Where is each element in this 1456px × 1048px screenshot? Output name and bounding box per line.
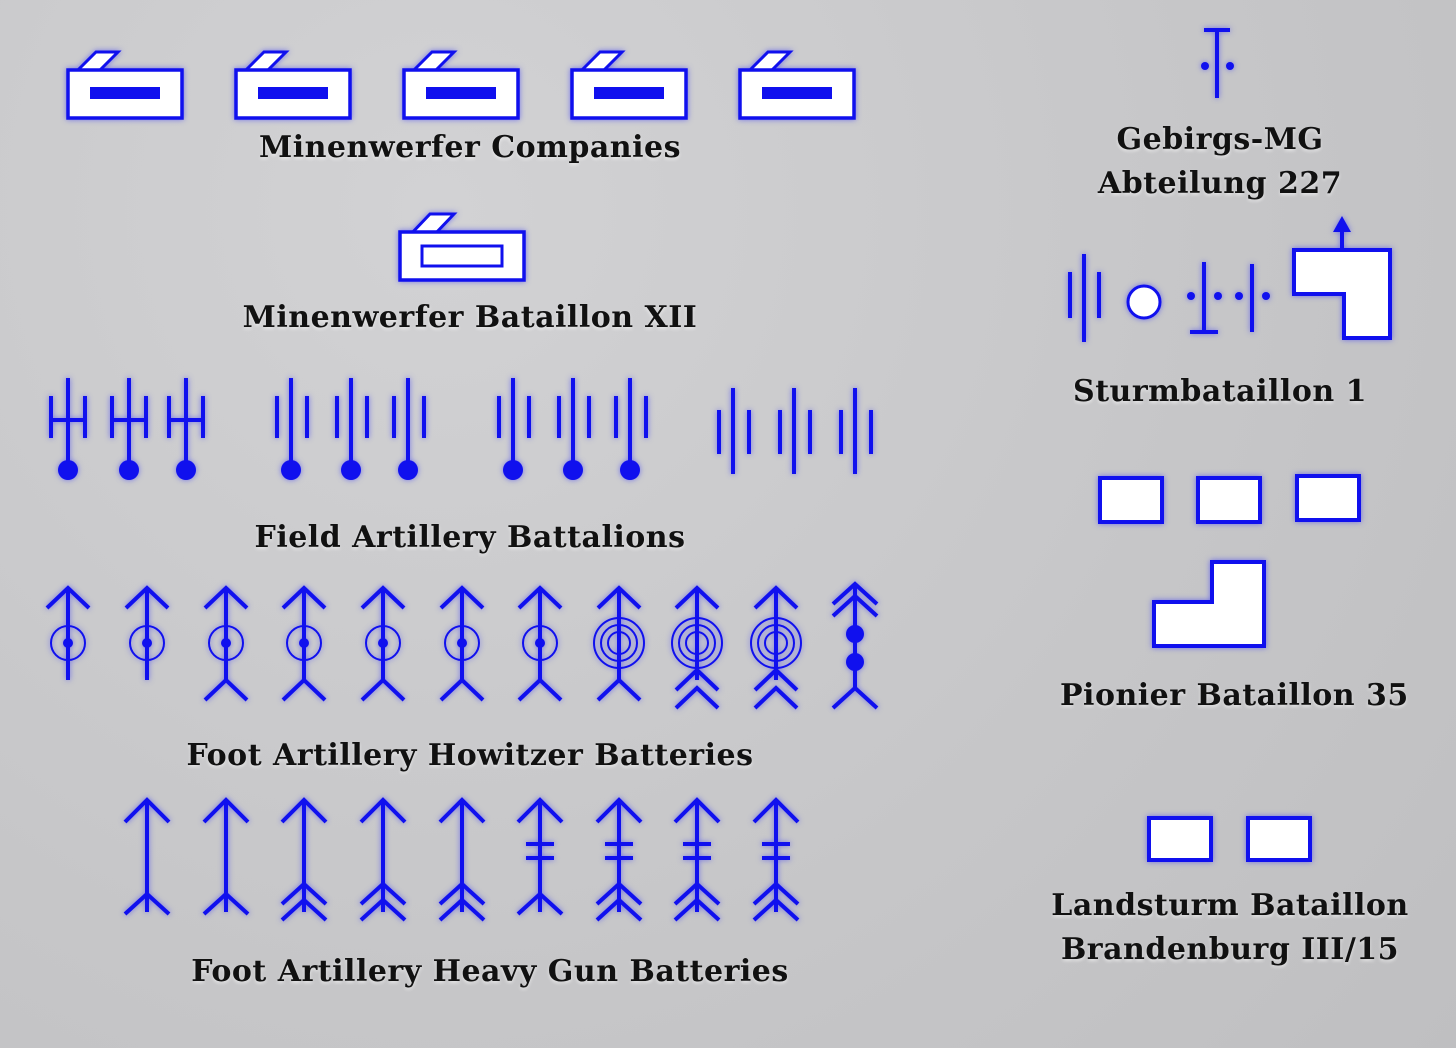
field-artillery-battery-symbol bbox=[392, 376, 426, 482]
field-artillery-battery-symbol bbox=[557, 376, 591, 482]
howitzer-battery-symbol bbox=[750, 586, 802, 710]
minenwerfer-company-symbol bbox=[66, 50, 184, 120]
heavy-gun-battery-symbol bbox=[202, 798, 250, 916]
field-artillery-battery-symbol bbox=[839, 386, 873, 476]
howitzer-battery-symbol bbox=[517, 586, 563, 702]
howitzer-battery-symbol bbox=[45, 586, 91, 682]
label-landsturm-line2: Brandenburg III/15 bbox=[1060, 932, 1400, 967]
label-minenwerfer-companies: Minenwerfer Companies bbox=[258, 130, 681, 165]
landsturm-symbols bbox=[1147, 816, 1312, 862]
field-artillery-battery-symbol bbox=[167, 376, 205, 482]
label-foot-artillery-howitzer: Foot Artillery Howitzer Batteries bbox=[186, 738, 754, 773]
howitzer-battery-symbol bbox=[671, 586, 723, 710]
field-artillery-battery-symbol bbox=[275, 376, 309, 482]
howitzer-battery-symbol bbox=[831, 581, 879, 710]
field-artillery-battery-symbol bbox=[778, 386, 812, 476]
heavy-gun-battery-symbol bbox=[673, 798, 721, 922]
sturm-mg-symbol bbox=[1235, 264, 1270, 332]
minenwerfer-company-symbol bbox=[570, 50, 688, 120]
heavy-gun-battery-symbol bbox=[123, 798, 171, 916]
sturm-battalion-symbol bbox=[1292, 216, 1392, 340]
sturm-artillery-symbol bbox=[1068, 254, 1101, 342]
heavy-gun-battery-symbol bbox=[359, 798, 407, 922]
howitzer-battery-symbol bbox=[360, 586, 406, 702]
heavy-gun-battery-symbol bbox=[516, 798, 564, 916]
field-artillery-battery-symbol bbox=[717, 386, 751, 476]
minenwerfer-company-symbols bbox=[66, 50, 856, 120]
minenwerfer-company-symbol bbox=[402, 50, 520, 120]
howitzer-battery-symbol bbox=[203, 586, 249, 702]
pionier-company-symbol bbox=[1098, 476, 1164, 524]
howitzer-battery-symbols bbox=[45, 581, 879, 710]
field-artillery-battery-symbol bbox=[497, 376, 531, 482]
gebirgs-mg-symbol bbox=[1201, 28, 1234, 98]
field-artillery-battery-symbol bbox=[335, 376, 369, 482]
minenwerfer-company-symbol bbox=[738, 50, 856, 120]
pionier-symbols bbox=[1098, 474, 1361, 648]
howitzer-battery-symbol bbox=[593, 586, 645, 702]
field-artillery-battery-symbol bbox=[49, 376, 87, 482]
pionier-company-symbol bbox=[1295, 474, 1361, 522]
minenwerfer-company-symbol bbox=[234, 50, 352, 120]
label-sturmbataillon: Sturmbataillon 1 bbox=[1073, 374, 1367, 409]
minenwerfer-battalion-symbol bbox=[398, 212, 526, 282]
label-gebirgs-mg-line2: Abteilung 227 bbox=[1097, 166, 1343, 201]
pionier-company-symbol bbox=[1196, 476, 1262, 524]
landsturm-company-symbol bbox=[1147, 816, 1213, 862]
heavy-gun-battery-symbols bbox=[123, 798, 800, 922]
pionier-battalion-symbol bbox=[1152, 560, 1266, 648]
heavy-gun-battery-symbol bbox=[438, 798, 486, 922]
label-pionier: Pionier Bataillon 35 bbox=[1060, 678, 1409, 713]
howitzer-battery-symbol bbox=[281, 586, 327, 702]
howitzer-battery-symbol bbox=[124, 586, 170, 682]
label-minenwerfer-bataillon: Minenwerfer Bataillon XII bbox=[242, 300, 698, 335]
label-gebirgs-mg-line1: Gebirgs-MG bbox=[1116, 122, 1324, 157]
howitzer-battery-symbol bbox=[439, 586, 485, 702]
field-artillery-symbols bbox=[49, 376, 873, 482]
label-foot-artillery-heavy-gun: Foot Artillery Heavy Gun Batteries bbox=[191, 954, 789, 989]
landsturm-company-symbol bbox=[1246, 816, 1312, 862]
label-field-artillery: Field Artillery Battalions bbox=[254, 520, 686, 555]
sturm-flamethrower-symbol bbox=[1126, 284, 1162, 320]
heavy-gun-battery-symbol bbox=[280, 798, 328, 922]
field-artillery-battery-symbol bbox=[110, 376, 148, 482]
field-artillery-battery-symbol bbox=[614, 376, 648, 482]
heavy-gun-battery-symbol bbox=[752, 798, 800, 922]
label-landsturm-line1: Landsturm Bataillon bbox=[1051, 888, 1409, 923]
heavy-gun-battery-symbol bbox=[595, 798, 643, 922]
sturmbataillon-symbols bbox=[1068, 216, 1392, 342]
sturm-mg-symbol bbox=[1187, 262, 1222, 334]
